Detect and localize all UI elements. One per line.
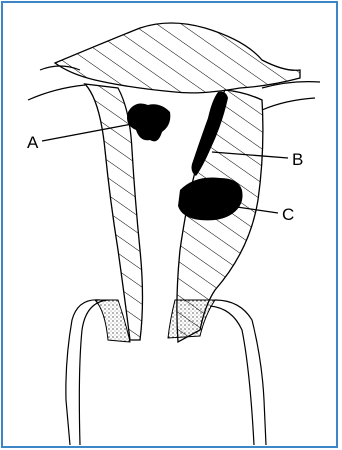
vaginal-wall-left (66, 300, 108, 445)
vaginal-wall-right (210, 300, 266, 445)
label-c: C (282, 206, 294, 223)
label-b: B (292, 151, 303, 168)
cervix-right (168, 300, 215, 338)
cervix-left (95, 300, 130, 342)
label-a: A (27, 134, 38, 151)
right-tube (262, 82, 320, 110)
uterine-fundus (55, 23, 300, 93)
lesion-a (127, 104, 170, 142)
